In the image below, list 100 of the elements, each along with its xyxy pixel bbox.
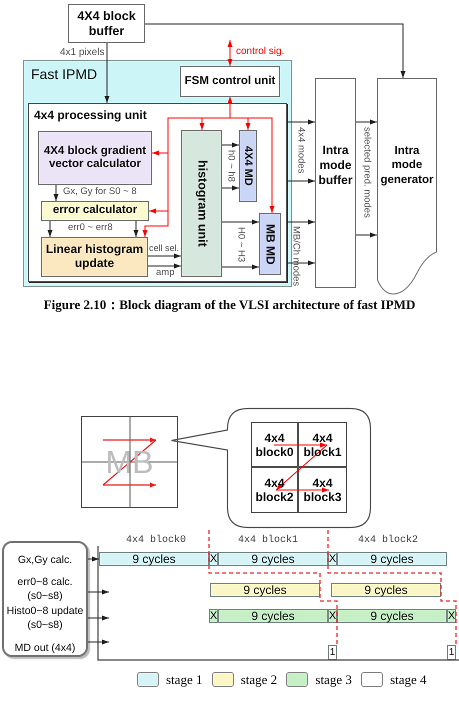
block-cell xyxy=(251,422,298,467)
bar-label: X xyxy=(328,610,336,622)
bar-label: 9 cycles xyxy=(251,610,295,622)
generator-shape xyxy=(377,78,437,295)
pipeline-bar xyxy=(218,609,328,623)
output-flag-box xyxy=(447,645,456,660)
arrow xyxy=(222,142,240,148)
arrow xyxy=(286,220,316,224)
column-header: 4x4 block2 xyxy=(358,535,418,547)
stage-label: MD out (4x4) xyxy=(14,641,76,655)
mode-decision-box xyxy=(259,213,281,275)
legend-label: stage 1 xyxy=(166,672,202,687)
output-flag-box xyxy=(328,645,337,660)
pipeline-bar xyxy=(218,552,328,566)
control-unit-box xyxy=(180,66,280,97)
histogram-unit-box xyxy=(181,130,222,277)
edge-label: 4x4 modes xyxy=(295,127,306,174)
buffer-box xyxy=(315,78,356,288)
arrow xyxy=(286,120,316,124)
arrow xyxy=(286,260,316,266)
arrow xyxy=(228,96,274,214)
process-box xyxy=(38,131,152,185)
arrow xyxy=(222,264,260,270)
arrow xyxy=(144,24,406,78)
bar-label: 9 cycles xyxy=(364,584,408,596)
arrow xyxy=(222,220,260,224)
stage-list-box xyxy=(2,541,88,657)
edge-label: cell sel. xyxy=(149,244,180,254)
arrow xyxy=(276,488,330,492)
pipeline-bar xyxy=(99,552,209,566)
arrow xyxy=(356,232,378,238)
cell-label: 4x4 block2 xyxy=(254,476,294,504)
edge-label: H0 ~ H3 xyxy=(235,227,246,262)
legend-label: stage 4 xyxy=(390,672,427,687)
legend-label: stage 2 xyxy=(240,672,278,687)
bar-label: 1 xyxy=(448,648,454,658)
pipeline-bar xyxy=(337,552,447,566)
bar-label: 9 cycles xyxy=(243,584,287,596)
arrow xyxy=(222,186,240,190)
pipeline-bar xyxy=(210,583,320,597)
processing-unit-panel xyxy=(28,103,287,282)
arrow xyxy=(148,254,182,258)
edge-label: 4x1 pixels xyxy=(60,47,104,58)
process-box xyxy=(41,237,148,277)
cell-label: 4x4 block3 xyxy=(302,476,342,504)
column-header: 4x4 block0 xyxy=(126,535,186,547)
box-label: FSM control unit xyxy=(184,74,276,88)
bar-label: X xyxy=(448,610,456,622)
box-label: MB MD xyxy=(263,224,277,264)
arrow xyxy=(88,640,110,644)
arrow xyxy=(88,590,110,594)
bar-label: 9 cycles xyxy=(251,553,295,565)
bar-label: X xyxy=(210,554,218,564)
box-label: Linear histogram update xyxy=(44,243,144,271)
bar-label: 9 cycles xyxy=(132,553,176,565)
box-label: 4X4 MD xyxy=(242,146,254,186)
process-box xyxy=(41,201,149,221)
cell-label: 4x4 block0 xyxy=(254,430,294,458)
arrow xyxy=(48,220,52,238)
arrow xyxy=(286,178,316,184)
box-label: error calculator xyxy=(52,204,138,218)
bar-label: 9 cycles xyxy=(370,610,414,622)
edge-label: MB/Ch modes xyxy=(290,226,300,286)
arrow xyxy=(88,556,100,562)
block-cell xyxy=(298,467,347,513)
arrow xyxy=(88,616,110,620)
arrow xyxy=(54,184,58,202)
bar-label: 1 xyxy=(330,648,336,658)
arrow xyxy=(356,120,378,124)
panel-title: Fast IPMD xyxy=(31,66,98,82)
box-label: 4X4 block buffer xyxy=(76,9,137,38)
column-header: 4x4 block1 xyxy=(238,535,298,547)
panel-title: 4x4 processing unit xyxy=(34,109,147,123)
arrow xyxy=(104,42,110,104)
box-label: 4X4 block gradient vector calculator xyxy=(42,144,148,172)
callout-bubble xyxy=(170,408,371,528)
module-panel xyxy=(23,60,292,287)
arrow xyxy=(228,40,232,66)
edge-label: amp xyxy=(156,268,174,278)
box-label: Intra mode generator xyxy=(379,144,435,188)
mode-decision-box xyxy=(239,130,257,202)
arrow xyxy=(134,220,138,238)
bar-label: X xyxy=(210,610,218,622)
stage-label: err0~8 calc. (s0~s8) xyxy=(16,575,74,603)
arrow xyxy=(148,264,182,268)
edge-label: selected pred. modes xyxy=(361,127,372,218)
stage-label: Gx,Gy calc. xyxy=(18,553,72,567)
arrow xyxy=(274,442,328,448)
stage-label: Histo0~8 update (s0~s8) xyxy=(6,604,84,632)
pipeline-bar xyxy=(331,583,441,597)
bar-label: X xyxy=(328,554,336,564)
pipeline-bar xyxy=(337,609,447,623)
figure-caption: Figure 2.10：Block diagram of the VLSI architecture of fast IPMD xyxy=(44,297,416,313)
box-label: histogram unit xyxy=(194,160,208,247)
legend-label: stage 3 xyxy=(315,672,352,687)
buffer-box xyxy=(68,4,145,43)
box-label: Intra mode buffer xyxy=(318,143,354,188)
edge-label: control sig. xyxy=(236,46,284,57)
bar-label: 9 cycles xyxy=(370,553,414,565)
edge-label: err0 ~ err8 xyxy=(68,223,113,234)
